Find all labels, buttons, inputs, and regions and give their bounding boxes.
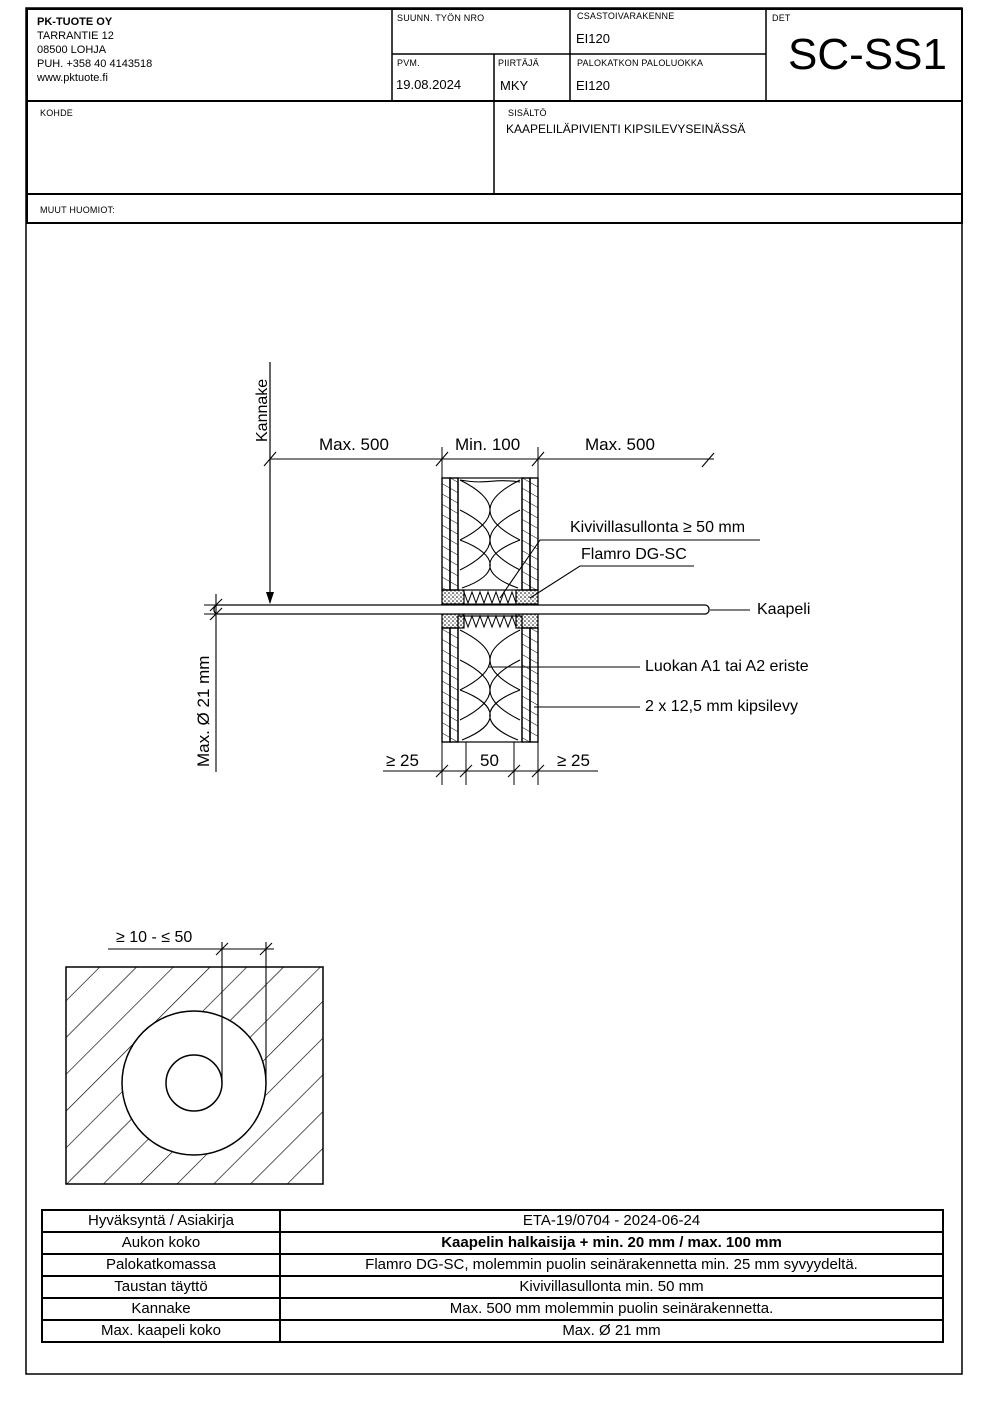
table-row: Aukon koko Kaapelin halkaisija + min. 20… — [41, 1231, 944, 1255]
dim50-label: 50 — [480, 751, 499, 770]
cable — [213, 604, 710, 615]
det-label: DET — [772, 13, 791, 23]
max500-right-label: Max. 500 — [585, 435, 655, 454]
company-block: PK-TUOTE OY TARRANTIE 12 08500 LOHJA PUH… — [37, 15, 152, 85]
company-phone: PUH. +358 40 4143518 — [37, 58, 153, 70]
table-row: Hyväksyntä / Asiakirja ETA-19/0704 - 202… — [41, 1209, 944, 1233]
kannake-label: Kannake — [254, 378, 271, 442]
ge25-left-label: ≥ 25 — [386, 751, 419, 770]
row-key: Palokatkomassa — [41, 1253, 281, 1277]
row-key: Kannake — [41, 1297, 281, 1321]
row-value: Kaapelin halkaisija + min. 20 mm / max. … — [279, 1231, 944, 1255]
section-detail — [65, 942, 324, 1185]
row-key: Max. kaapeli koko — [41, 1319, 281, 1343]
row-key: Hyväksyntä / Asiakirja — [41, 1209, 281, 1233]
kohde-label: KOHDE — [40, 108, 74, 118]
company-postal: 08500 LOHJA — [37, 44, 107, 56]
row-value: Flamro DG-SC, molemmin puolin seinäraken… — [279, 1253, 944, 1277]
luokan-label: Luokan A1 tai A2 eriste — [645, 658, 809, 675]
csasto-label: CSASTOIVARAKENNE — [577, 11, 675, 21]
min100-label: Min. 100 — [455, 435, 521, 454]
piirtaja-value: MKY — [500, 78, 529, 93]
muut-label: MUUT HUOMIOT: — [40, 205, 115, 215]
kivivilla-label: Kivivillasullonta ≥ 50 mm — [570, 519, 746, 536]
pvm-value: 19.08.2024 — [396, 77, 462, 92]
wall-section — [441, 477, 539, 743]
table-row: Kannake Max. 500 mm molemmin puolin sein… — [41, 1297, 944, 1321]
suunn-label: SUUNN. TYÖN NRO — [397, 13, 485, 23]
company-street: TARRANTIE 12 — [37, 30, 114, 42]
row-value: ETA-19/0704 - 2024-06-24 — [279, 1209, 944, 1233]
section-dim-label: ≥ 10 - ≤ 50 — [116, 929, 193, 946]
table-row: Taustan täyttö Kivivillasullonta min. 50… — [41, 1275, 944, 1299]
table-row: Palokatkomassa Flamro DG-SC, molemmin pu… — [41, 1253, 944, 1277]
ge25-right-label: ≥ 25 — [557, 751, 590, 770]
pvm-label: PVM. — [397, 58, 420, 68]
row-value: Kivivillasullonta min. 50 mm — [279, 1275, 944, 1299]
company-web: www.pktuote.fi — [37, 72, 108, 84]
det-value: SC-SS1 — [788, 30, 947, 79]
flamro-label: Flamro DG-SC — [581, 546, 687, 563]
row-value: Max. 500 mm molemmin puolin seinärakenne… — [279, 1297, 944, 1321]
spec-table: Hyväksyntä / Asiakirja ETA-19/0704 - 202… — [41, 1209, 944, 1343]
row-value: Max. Ø 21 mm — [279, 1319, 944, 1343]
palokatkon-label: PALOKATKON PALOLUOKKA — [577, 58, 704, 68]
kaapeli-label: Kaapeli — [757, 601, 811, 618]
sisalto-value: KAAPELILÄPIVIENTI KIPSILEVYSEINÄSSÄ — [506, 122, 746, 136]
palokatkon-value: EI120 — [576, 78, 610, 93]
piirtaja-label: PIIRTÄJÄ — [498, 58, 539, 68]
company-name: PK-TUOTE OY — [37, 16, 113, 28]
max500-left-label: Max. 500 — [319, 435, 389, 454]
table-row: Max. kaapeli koko Max. Ø 21 mm — [41, 1319, 944, 1343]
row-key: Taustan täyttö — [41, 1275, 281, 1299]
kipsilevy-label: 2 x 12,5 mm kipsilevy — [645, 698, 798, 715]
row-key: Aukon koko — [41, 1231, 281, 1255]
sisalto-label: SISÄLTÖ — [508, 108, 547, 118]
csasto-value: EI120 — [576, 31, 610, 46]
max-dia-label: Max. Ø 21 mm — [194, 655, 213, 767]
